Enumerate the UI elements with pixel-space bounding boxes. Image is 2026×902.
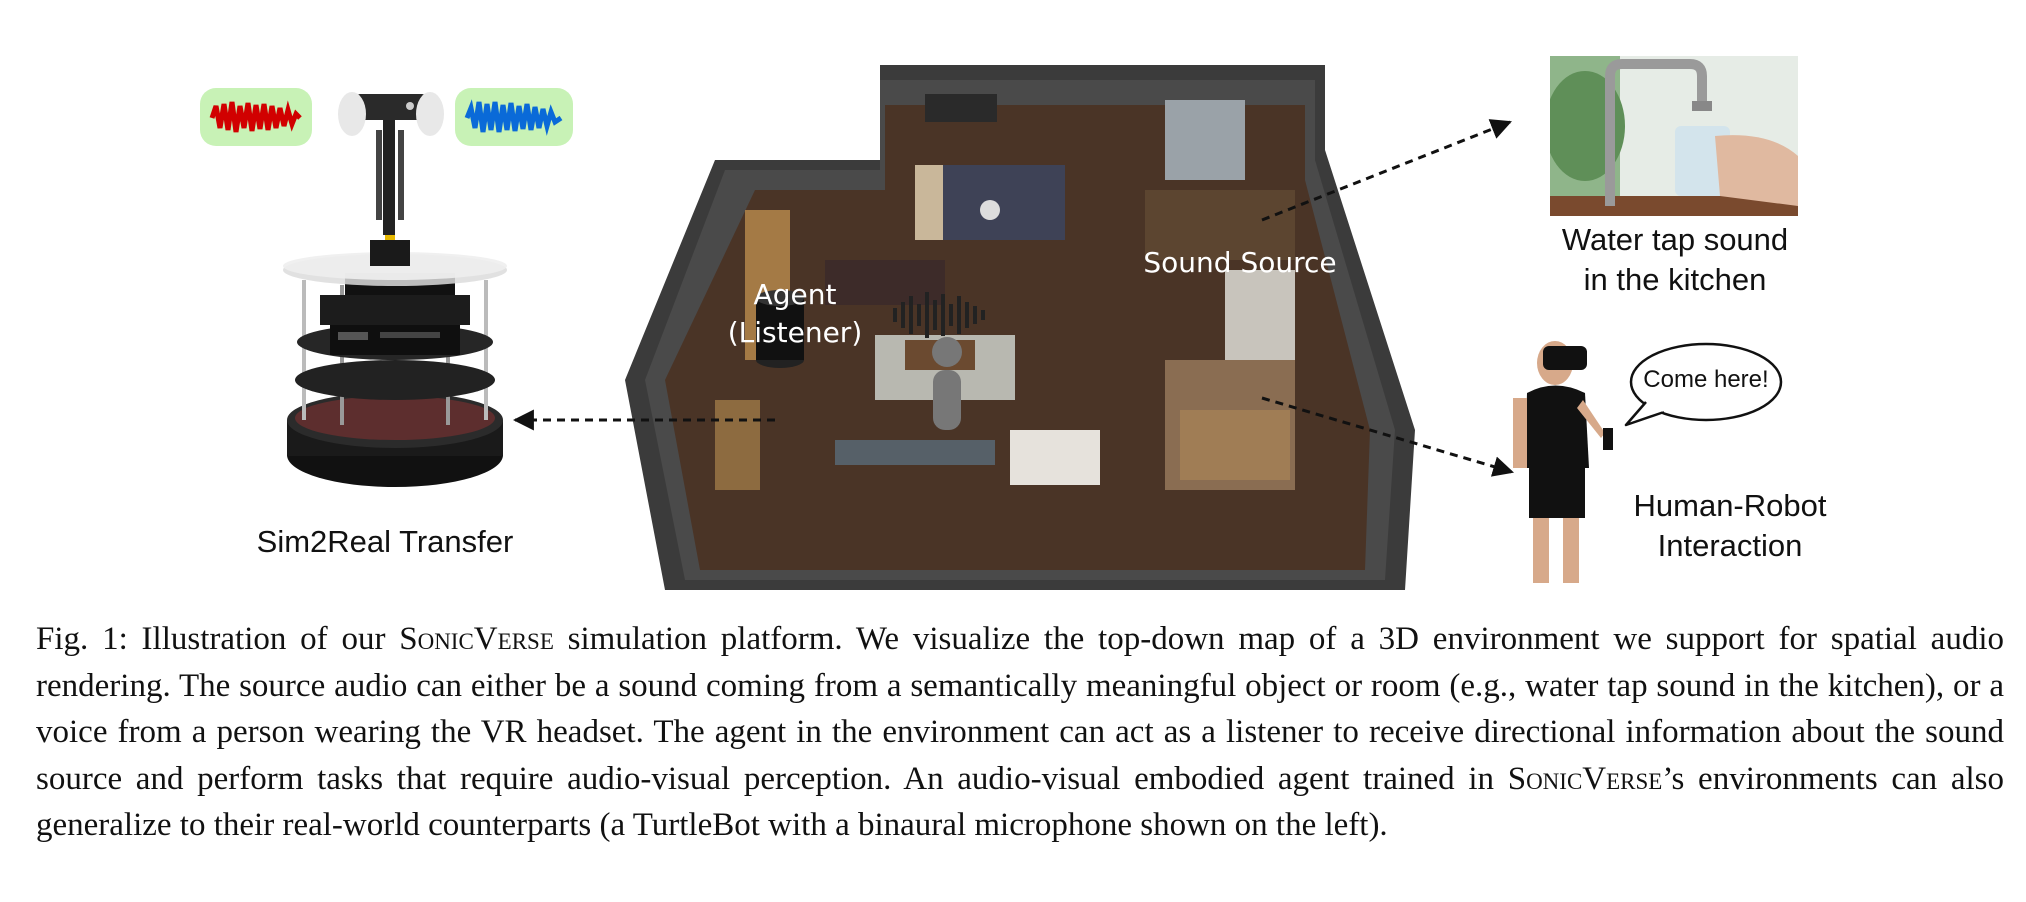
water-tap-photo bbox=[1550, 56, 1798, 216]
agent-label-line2: (Listener) bbox=[727, 316, 863, 349]
agent-robot-icon bbox=[756, 290, 804, 368]
caption-platform-name: SonicVerse bbox=[399, 621, 554, 657]
left-ear-waveform bbox=[200, 88, 312, 146]
house-3d-map bbox=[625, 60, 1415, 600]
figure-caption: Fig. 1: Illustration of our SonicVerse s… bbox=[36, 616, 2004, 849]
right-ear-waveform bbox=[455, 88, 573, 146]
speech-bubble: Come here! bbox=[1618, 340, 1783, 430]
arrow-source-to-human bbox=[1261, 396, 1515, 477]
water-tap-label-line2: in the kitchen bbox=[1583, 262, 1767, 297]
sound-source-label: Sound Source bbox=[1143, 246, 1337, 279]
figure-arrows bbox=[512, 119, 1515, 477]
turtlebot-robot bbox=[280, 80, 510, 550]
sim2real-label: Sim2Real Transfer bbox=[256, 524, 514, 559]
left-waveform-icon bbox=[200, 88, 312, 146]
right-waveform-icon bbox=[455, 88, 573, 146]
human-vr-figure bbox=[1505, 338, 1625, 588]
arrow-source-to-water-tap bbox=[1261, 119, 1512, 222]
sound-waveform-icon bbox=[893, 292, 985, 338]
hri-label-line1: Human-Robot bbox=[1633, 488, 1827, 523]
person-sound-source-icon bbox=[932, 337, 962, 430]
caption-text-3: ’s environments can also generalize to t… bbox=[36, 760, 2005, 844]
caption-paragraph: Fig. 1: Illustration of our SonicVerse s… bbox=[36, 616, 2004, 849]
water-tap-image bbox=[1550, 56, 1798, 216]
hri-label-line2: Interaction bbox=[1657, 528, 1803, 563]
water-tap-label: Water tap sound in the kitchen bbox=[1510, 220, 1840, 300]
speech-bubble-text: Come here! bbox=[1643, 366, 1769, 393]
figure-illustration: Sim2Real Transfer bbox=[200, 56, 1870, 600]
caption-platform-name-2: SonicVerse bbox=[1507, 760, 1663, 797]
caption-text-1: Illustration of our bbox=[127, 621, 400, 657]
water-tap-label-line1: Water tap sound bbox=[1561, 222, 1789, 257]
person-vr-headset-icon bbox=[1513, 341, 1613, 583]
robot-drawing bbox=[283, 92, 507, 487]
agent-label-line1: Agent bbox=[753, 278, 837, 311]
caption-fig-label: Fig. 1: bbox=[36, 621, 128, 657]
agent-label: Agent (Listener) bbox=[720, 276, 870, 352]
speech-bubble-shape bbox=[1624, 342, 1783, 427]
house-render bbox=[625, 65, 1415, 590]
caption-text-2: simulation platform. We visualize the to… bbox=[36, 621, 2004, 797]
hri-label: Human-Robot Interaction bbox=[1590, 486, 1870, 566]
